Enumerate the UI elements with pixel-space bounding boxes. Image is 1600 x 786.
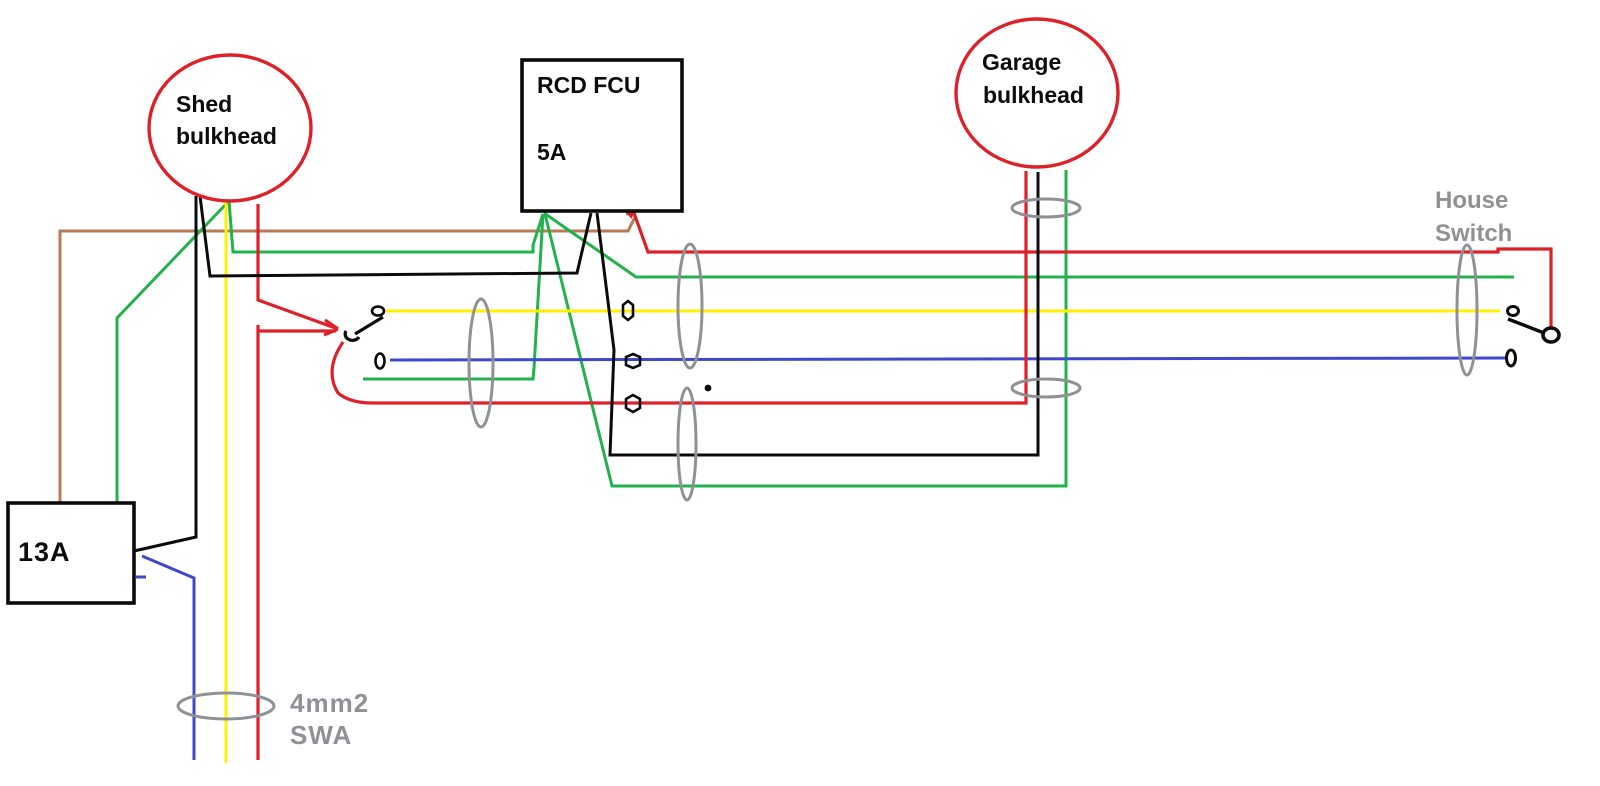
green-rcd-to-garage — [543, 170, 1068, 488]
garage-bulkhead-circle — [954, 17, 1120, 169]
cable-label-line2: SWA — [290, 720, 352, 750]
cable-sheath-ellipses — [176, 197, 1479, 721]
sheath-mid-upper — [676, 242, 704, 370]
garage-bulkhead-label-line1: Garage — [982, 49, 1061, 75]
shed-switch-pivot-hook — [343, 330, 361, 342]
sheath-garage-bottom — [1010, 377, 1082, 399]
crimp-red — [624, 393, 642, 414]
socket-13a-label: 13A — [18, 537, 71, 567]
house-switch-lever — [1507, 317, 1545, 335]
house-switch-label-line1: House — [1435, 187, 1508, 214]
sheath-garage-top — [1010, 197, 1082, 219]
sheath-mid-lower — [676, 386, 698, 502]
shed-switch-lever — [354, 315, 384, 336]
black-shed-to-13a — [133, 196, 198, 553]
house-switch-pivot — [1541, 326, 1561, 344]
crimp-blue — [624, 352, 642, 370]
green-shed-to-13a — [115, 199, 231, 503]
blue-switch-to-house — [389, 356, 1506, 362]
rcd-fcu-box — [520, 58, 684, 213]
green-rcd-stub-left — [363, 213, 545, 381]
house-switch-label-line2: Switch — [1435, 220, 1512, 247]
green-shed-to-rcd — [227, 200, 545, 254]
house-switch-blue-contact — [1505, 348, 1517, 368]
blue-13a-to-swa — [141, 554, 196, 760]
sheath-house — [1455, 243, 1479, 377]
black-rcd-to-garage — [595, 172, 1040, 457]
house-switch — [1505, 305, 1561, 368]
shed-bulkhead-label-line2: bulkhead — [176, 123, 277, 149]
house-switch-yellow-contact — [1506, 305, 1520, 317]
sheath-left-switch — [467, 297, 495, 429]
cable-label-line1: 4mm2 — [290, 688, 369, 718]
wires-green — [115, 170, 1514, 503]
green-rcd-to-house — [543, 211, 1514, 279]
black-shed-to-rcd — [198, 195, 593, 278]
crimp-connectors — [621, 299, 642, 414]
wires-blue — [136, 356, 1506, 760]
cable-size-text: 4mm2 — [290, 688, 369, 718]
house-label-text: House — [1435, 187, 1508, 214]
wires-black — [133, 172, 1040, 553]
socket-13a-box — [6, 501, 136, 605]
crimp-yellow — [621, 299, 635, 322]
wires-yellow — [224, 199, 1500, 763]
rcd-fcu-label-line1: RCD FCU — [537, 72, 641, 98]
stray-dot — [704, 384, 712, 392]
shed-switch — [343, 305, 386, 370]
wires-red — [256, 171, 1553, 760]
shed-switch-yellow-contact — [370, 305, 386, 317]
brown-wire-path — [58, 216, 637, 503]
wire-brown-supply — [58, 216, 637, 503]
red-shed-down-to-switch — [256, 204, 339, 331]
switch-label-text: Switch — [1435, 220, 1512, 247]
sheath-swa — [176, 691, 276, 721]
red-pivot-to-garage — [330, 171, 1028, 405]
shed-switch-blue-contact — [374, 352, 386, 370]
garage-bulkhead-label-line2: bulkhead — [983, 82, 1084, 108]
red-rcd-to-house-switch — [632, 212, 1553, 330]
red-arrowhead-a — [324, 318, 339, 331]
cable-type-text: SWA — [290, 720, 352, 750]
shed-bulkhead-circle — [147, 53, 313, 203]
shed-bulkhead-label-line1: Shed — [176, 91, 232, 117]
rcd-fcu-label-line2: 5A — [537, 139, 566, 165]
